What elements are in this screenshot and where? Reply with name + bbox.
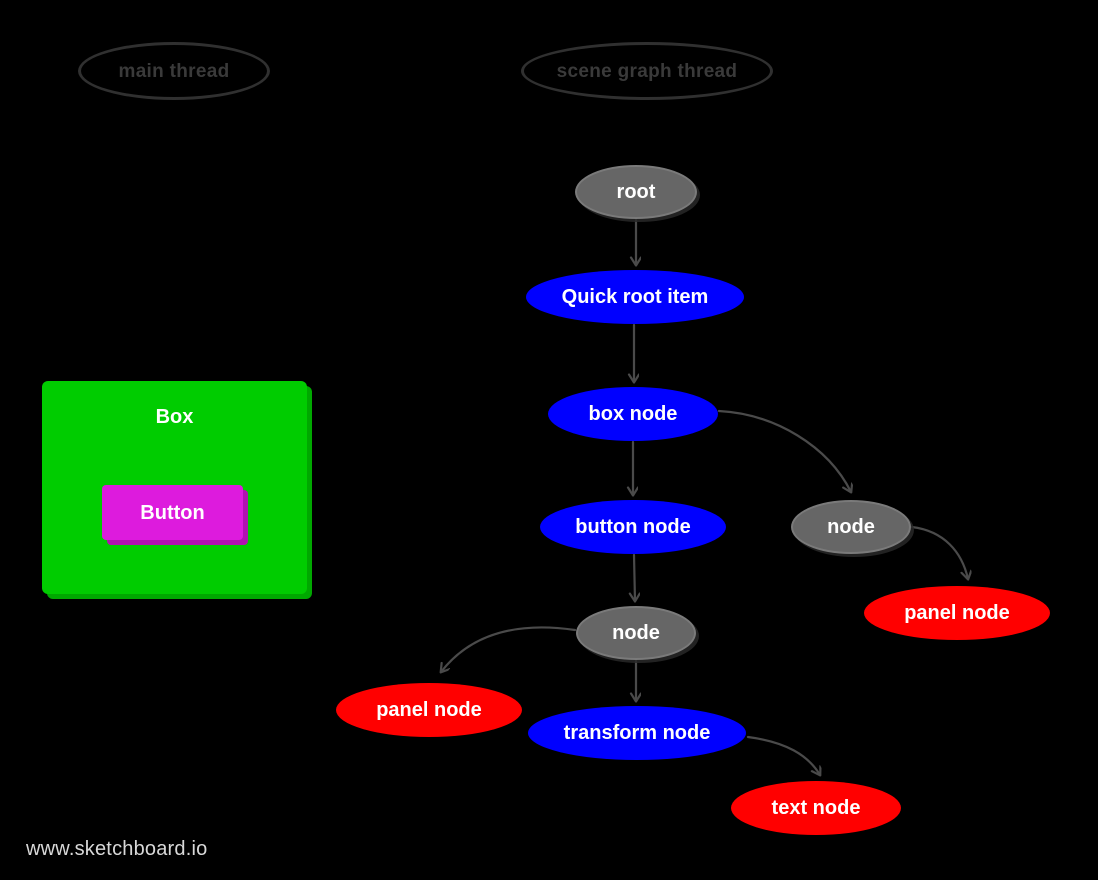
edge-transform-node-to-text-node (746, 735, 820, 775)
node-panel-node-left[interactable]: panel node (336, 683, 522, 737)
node-panel-node-right[interactable]: panel node (864, 586, 1050, 640)
node-box-node[interactable]: box node (548, 387, 718, 441)
box-label: Box (155, 406, 194, 428)
node-label: text node (771, 797, 861, 819)
node-root[interactable]: root (575, 165, 697, 219)
node-label: root (616, 181, 656, 203)
node-label: button node (575, 516, 691, 538)
node-label: node (827, 516, 875, 538)
node-label: panel node (376, 699, 482, 721)
node-button-node[interactable]: button node (540, 500, 726, 554)
button-widget[interactable]: Button (102, 485, 243, 540)
edge-box-node-to-node-right (717, 409, 851, 492)
node-label: node (612, 622, 660, 644)
box-container[interactable]: Box (42, 381, 307, 594)
swimlane-main-thread[interactable]: main thread (78, 42, 270, 100)
swimlane-label: main thread (118, 60, 230, 82)
node-label: box node (588, 403, 678, 425)
edge-node-center-to-panel-node-left (441, 626, 577, 672)
node-text-node[interactable]: text node (731, 781, 901, 835)
watermark: www.sketchboard.io (26, 838, 208, 860)
button-label: Button (140, 501, 205, 524)
node-label: transform node (563, 722, 711, 744)
node-label: panel node (904, 602, 1010, 624)
node-node-center[interactable]: node (576, 606, 696, 660)
swimlane-scene-graph-thread[interactable]: scene graph thread (521, 42, 773, 100)
swimlane-label: scene graph thread (556, 60, 738, 82)
edge-node-right-to-panel-node-right (910, 525, 968, 579)
edge-button-node-to-node-center (634, 553, 635, 601)
node-transform-node[interactable]: transform node (528, 706, 746, 760)
node-node-right[interactable]: node (791, 500, 911, 554)
node-quick-root-item[interactable]: Quick root item (526, 270, 744, 324)
node-label: Quick root item (561, 286, 709, 308)
